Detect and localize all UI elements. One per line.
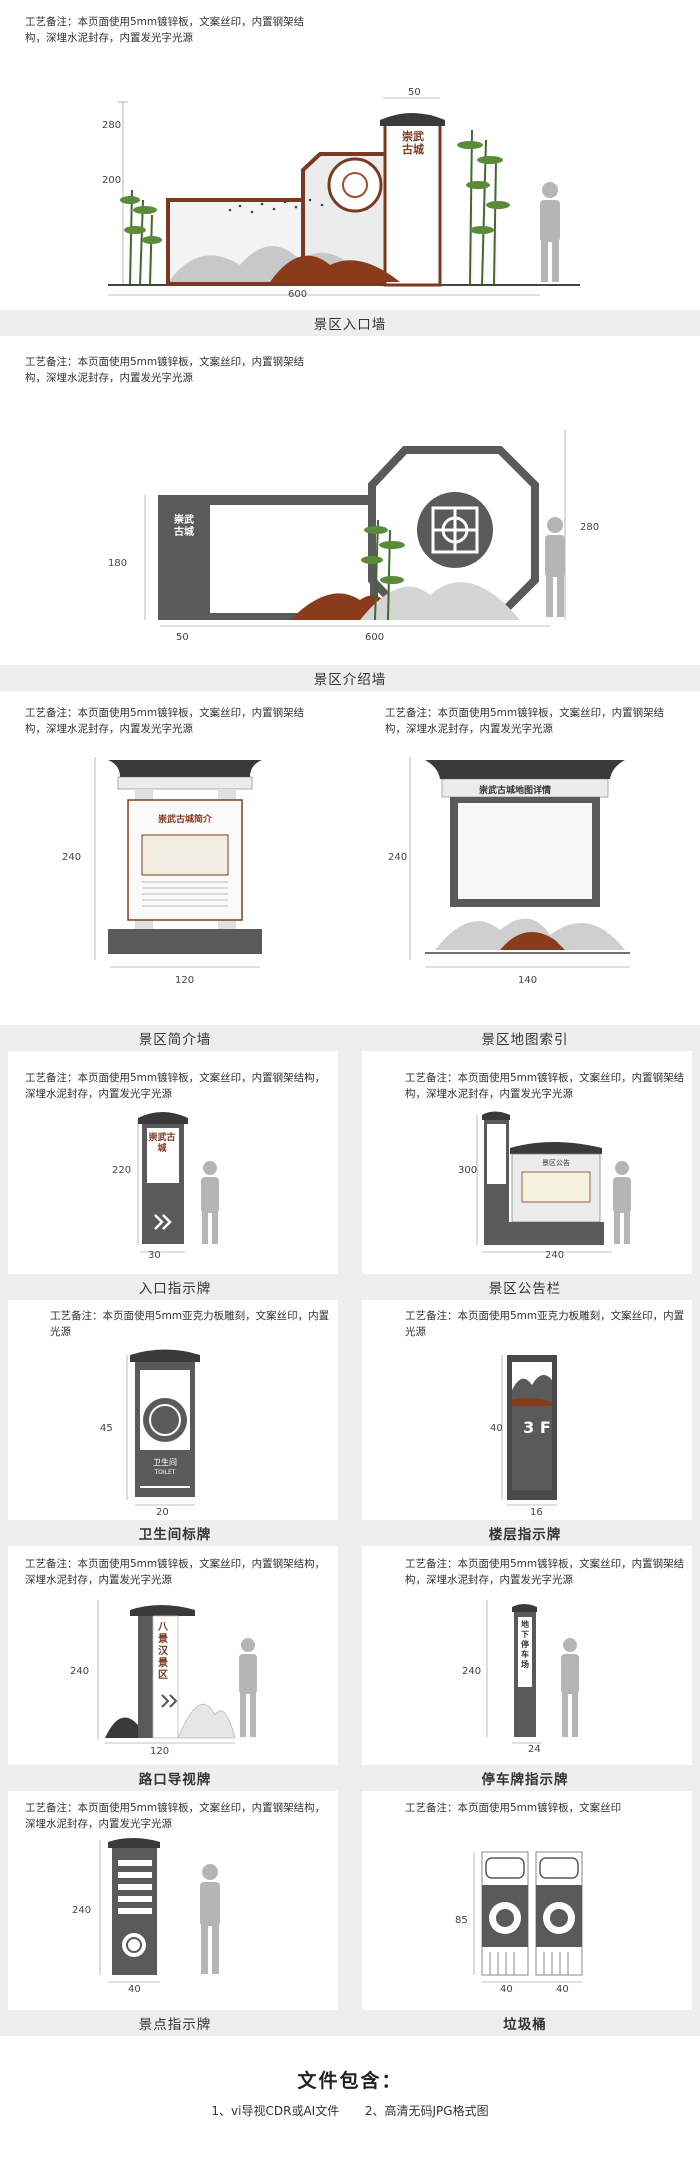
floor-width: 16 bbox=[530, 1507, 543, 1518]
parking-note: 工艺备注：本页面使用5mm镀锌板，文案丝印，内置钢架结构，深埋水泥封存，内置发光… bbox=[405, 1558, 685, 1586]
caption-spot: 景点指示牌 bbox=[0, 2010, 350, 2036]
brief-width: 120 bbox=[175, 975, 195, 986]
floor-height: 40 bbox=[490, 1423, 503, 1434]
entry-width: 30 bbox=[148, 1250, 161, 1261]
spot-note: 工艺备注：本页面使用5mm镀锌板，文案丝印，内置钢架结构，深埋水泥封存，内置发光… bbox=[25, 1802, 326, 1830]
intro-height-2: 280 bbox=[580, 522, 600, 533]
caption-parking: 停车牌指示牌 bbox=[350, 1765, 700, 1791]
bin-width-1: 40 bbox=[500, 1984, 513, 1995]
bulletin-width: 240 bbox=[545, 1250, 565, 1261]
bin-height: 85 bbox=[455, 1915, 468, 1926]
spot-height: 240 bbox=[72, 1905, 92, 1916]
entry-sign-drawing bbox=[137, 1112, 219, 1253]
brief-height: 240 bbox=[62, 852, 82, 863]
brief-wall-note: 工艺备注：本页面使用5mm镀锌板，文案丝印，内置钢架结构，深埋水泥封存，内置发光… bbox=[25, 707, 305, 735]
toilet-cn-text: 卫生间 bbox=[153, 1458, 177, 1467]
parking-drawing bbox=[486, 1600, 579, 1744]
entry-brand-text: 崇武古城 bbox=[148, 1133, 176, 1154]
bin-width-2: 40 bbox=[556, 1984, 569, 1995]
caption-brief-wall: 景区简介墙 bbox=[0, 1025, 350, 1051]
bulletin-title-text: 景区公告 bbox=[542, 1159, 570, 1167]
map-index-note: 工艺备注：本页面使用5mm镀锌板，文案丝印，内置钢架结构，深埋水泥封存，内置发光… bbox=[385, 707, 665, 735]
caption-entrance-wall: 景区入口墙 bbox=[0, 310, 700, 336]
floor-drawing bbox=[501, 1355, 557, 1506]
toilet-drawing bbox=[126, 1349, 200, 1506]
intro-height-1: 180 bbox=[108, 558, 128, 569]
caption-road: 路口导视牌 bbox=[0, 1765, 350, 1791]
parking-label-text: 地下停车场 bbox=[521, 1620, 529, 1669]
entry-height: 220 bbox=[112, 1165, 132, 1176]
map-width: 140 bbox=[518, 975, 538, 986]
road-width: 120 bbox=[150, 1746, 170, 1757]
intro-width-2: 600 bbox=[365, 632, 385, 643]
map-index-drawing bbox=[409, 757, 630, 968]
footer-items: 1、vi导视CDR或AI文件 2、高清无码JPG格式图 bbox=[0, 2102, 700, 2119]
parking-width: 24 bbox=[528, 1744, 541, 1755]
floor-note: 工艺备注：本页面使用5mm亚克力板雕刻，文案丝印，内置光源 bbox=[405, 1310, 685, 1338]
caption-intro-wall: 景区介绍墙 bbox=[0, 665, 700, 691]
entrance-height-2: 200 bbox=[102, 175, 122, 186]
toilet-width: 20 bbox=[156, 1507, 169, 1518]
footer-item-1: 1、vi导视CDR或AI文件 bbox=[211, 2104, 340, 2118]
entrance-width: 600 bbox=[288, 289, 308, 300]
bulletin-height: 300 bbox=[458, 1165, 478, 1176]
floor-label-text: 3 F bbox=[523, 1418, 551, 1437]
footer-title: 文件包含： bbox=[297, 2070, 403, 2092]
entry-sign-note: 工艺备注：本页面使用5mm镀锌板，文案丝印，内置钢架结构，深埋水泥封存，内置发光… bbox=[25, 1072, 326, 1100]
entrance-height-1: 280 bbox=[102, 120, 122, 131]
entrance-top-width: 50 bbox=[408, 87, 421, 98]
toilet-height: 45 bbox=[100, 1423, 113, 1434]
spot-drawing bbox=[99, 1838, 220, 1983]
caption-floor: 楼层指示牌 bbox=[350, 1520, 700, 1546]
map-title-text: 崇武古城地图详情 bbox=[478, 786, 551, 796]
bin-drawing bbox=[473, 1851, 583, 1983]
parking-height: 240 bbox=[462, 1666, 482, 1677]
entrance-wall-note: 工艺备注：本页面使用5mm镀锌板，文案丝印，内置钢架结构，深埋水泥封存，内置发光… bbox=[25, 16, 305, 44]
intro-width-1: 50 bbox=[176, 632, 189, 643]
entrance-brand-text: 崇武古城 bbox=[402, 130, 424, 156]
spot-width: 40 bbox=[128, 1984, 141, 1995]
brief-title-text: 崇武古城简介 bbox=[157, 815, 212, 825]
bulletin-note: 工艺备注：本页面使用5mm镀锌板，文案丝印，内置钢架结构，深埋水泥封存，内置发光… bbox=[405, 1072, 685, 1100]
footer-item-2: 2、高清无码JPG格式图 bbox=[364, 2104, 489, 2118]
road-height: 240 bbox=[70, 1666, 90, 1677]
toilet-en-text: TOILET bbox=[154, 1469, 176, 1476]
entrance-wall-drawing bbox=[108, 97, 580, 296]
brief-wall-drawing bbox=[94, 757, 262, 968]
road-drawing bbox=[97, 1600, 257, 1744]
toilet-note: 工艺备注：本页面使用5mm亚克力板雕刻，文案丝印，内置光源 bbox=[50, 1310, 330, 1338]
road-note: 工艺备注：本页面使用5mm镀锌板，文案丝印，内置钢架结构，深埋水泥封存，内置发光… bbox=[25, 1558, 326, 1586]
intro-wall-drawing bbox=[144, 430, 566, 627]
caption-entry-sign: 入口指示牌 bbox=[0, 1274, 350, 1300]
caption-toilet: 卫生间标牌 bbox=[0, 1520, 350, 1546]
road-label-text: 八景汉景区 bbox=[158, 1622, 168, 1681]
intro-wall-note: 工艺备注：本页面使用5mm镀锌板，文案丝印，内置钢架结构，深埋水泥封存，内置发光… bbox=[25, 356, 305, 384]
bin-note: 工艺备注：本页面使用5mm镀锌板，文案丝印 bbox=[405, 1802, 622, 1814]
intro-brand-text: 崇武古城 bbox=[174, 515, 194, 538]
map-height: 240 bbox=[388, 852, 408, 863]
caption-bulletin: 景区公告栏 bbox=[350, 1274, 700, 1300]
caption-bin: 垃圾桶 bbox=[350, 2010, 700, 2036]
bulletin-drawing bbox=[476, 1111, 631, 1253]
caption-map-index: 景区地图索引 bbox=[350, 1025, 700, 1051]
